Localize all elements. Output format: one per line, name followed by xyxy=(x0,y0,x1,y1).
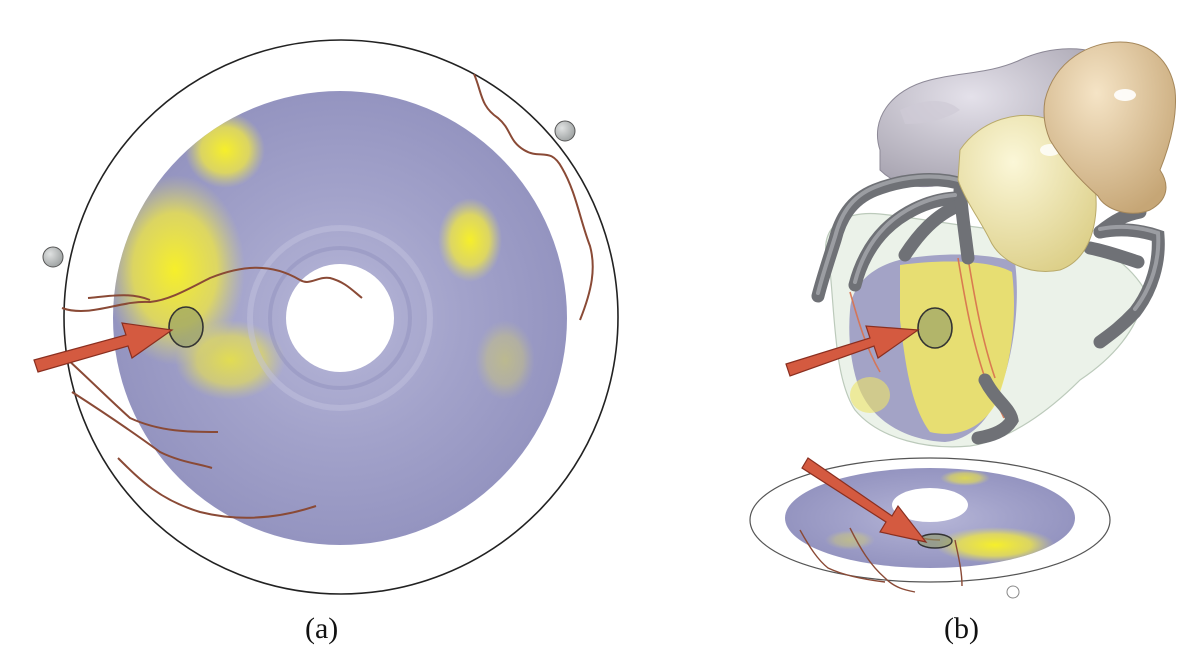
panel-a-caption: (a) xyxy=(305,612,339,645)
focal-region-3d xyxy=(917,307,953,349)
focal-region-ellipse xyxy=(168,306,204,348)
landmark-marker-top-right xyxy=(554,120,576,142)
pointer-arrow-3d xyxy=(785,325,920,377)
hotspot-left xyxy=(113,175,245,365)
hotspot-right-faint xyxy=(475,320,535,400)
panel-a xyxy=(33,39,619,595)
outer-boundary-circle xyxy=(63,39,619,595)
landmark-marker-projected xyxy=(1006,585,1020,599)
coronary-artery-tubes xyxy=(811,173,1165,445)
panel-b-caption: (b) xyxy=(944,612,979,645)
pointer-arrow-projected xyxy=(801,457,928,543)
hotspot-left-upper xyxy=(185,112,265,188)
pointer-arrow xyxy=(33,322,174,373)
hotspot-right xyxy=(438,198,502,282)
landmark-marker-left xyxy=(42,246,64,268)
hotspot-left-lower xyxy=(175,320,285,400)
focal-region-projected xyxy=(917,533,953,549)
projected-outer-boundary xyxy=(749,457,1111,583)
tan-atrial-structure xyxy=(1043,41,1177,214)
coronary-vessel-traces xyxy=(61,73,594,519)
panel-b xyxy=(749,41,1177,599)
